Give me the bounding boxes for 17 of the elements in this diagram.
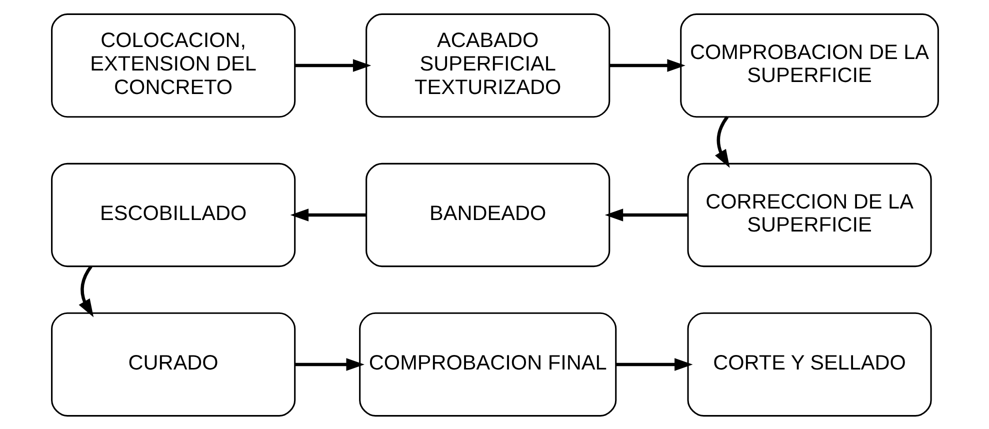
node-box: CURADO: [50, 312, 296, 416]
arrow: [609, 58, 685, 72]
arrow: [294, 358, 364, 370]
node-box: COMPROBACION FINAL: [358, 312, 616, 416]
arrow: [290, 208, 366, 221]
node-box: COLOCACION, EXTENSION DEL CONCRETO: [50, 12, 296, 118]
node-box: ACABADO SUPERFICIAL TEXTURIZADO: [365, 12, 610, 118]
arrow: [294, 58, 371, 72]
node-box: CORRECCION DE LA SUPERFICIE: [686, 162, 932, 267]
node-box: BANDEADO: [365, 162, 610, 267]
node-box: ESCOBILLADO: [50, 162, 296, 267]
arrow: [78, 264, 94, 317]
arrow: [616, 358, 692, 370]
node-box: COMPROBACION DE LA SUPERFICIE: [680, 12, 938, 118]
node-box: CORTE Y SELLADO: [686, 312, 932, 416]
arrow: [714, 115, 730, 168]
arrow: [604, 208, 688, 221]
